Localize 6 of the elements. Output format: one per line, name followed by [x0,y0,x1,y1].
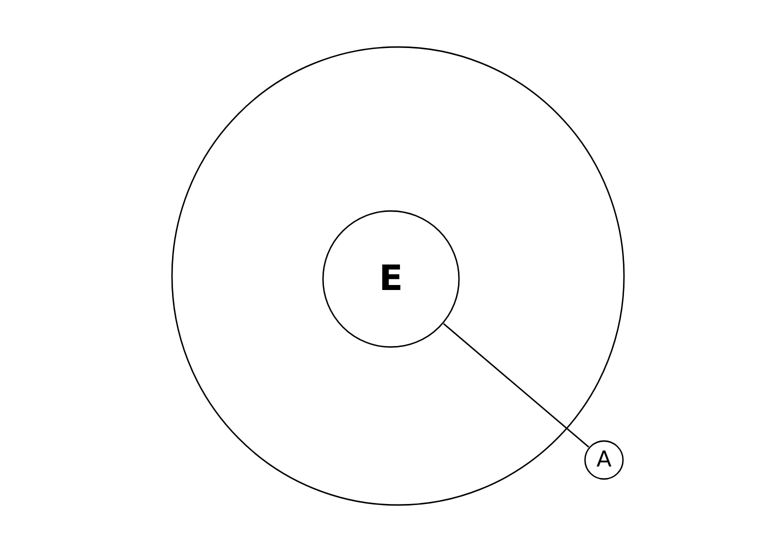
node-label: A [596,448,612,472]
outer-circle [171,46,625,506]
node-label: E [379,259,403,299]
circle-node [584,440,624,480]
circle-node [322,210,460,348]
connector-line [443,323,590,448]
